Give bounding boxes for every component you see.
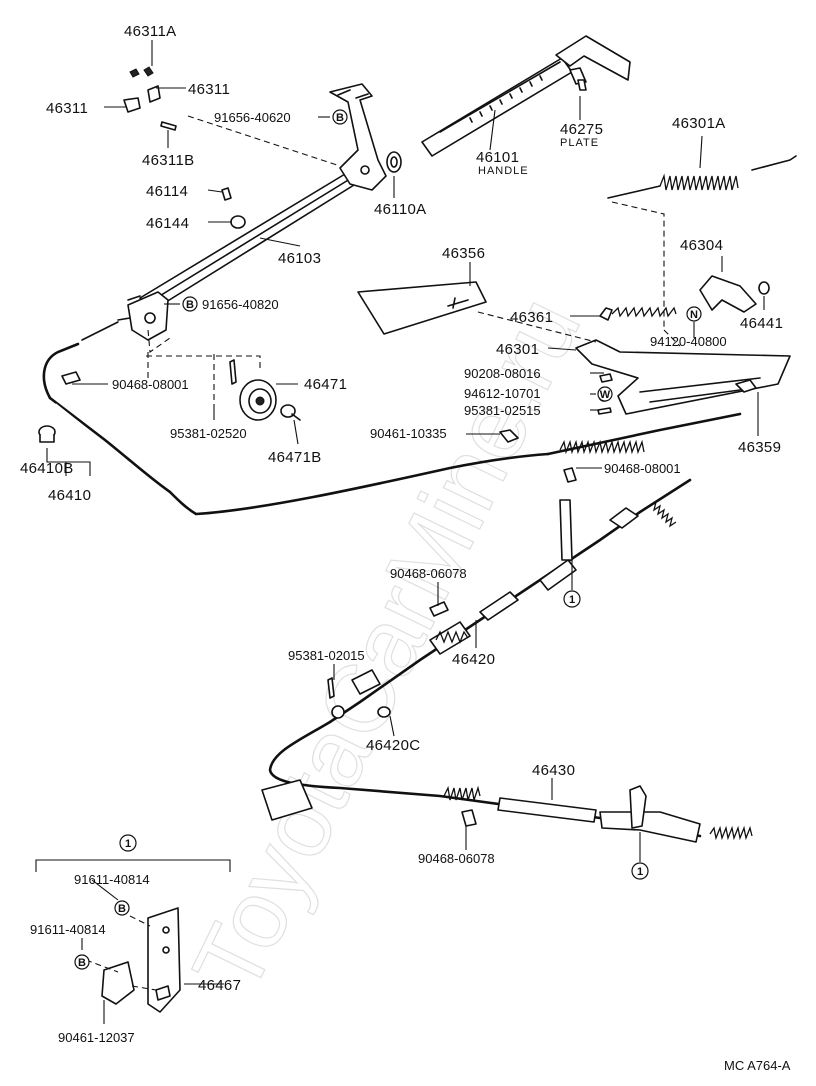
marker-1-rear: 1	[637, 866, 643, 878]
label-95381-02515: 95381-02515	[464, 403, 541, 418]
label-90208-08016: 90208-08016	[464, 366, 541, 381]
bracket-46103-illustration	[117, 83, 402, 341]
inset-46467-illustration	[35, 859, 231, 1013]
cable-46430-illustration	[261, 720, 753, 843]
label-90468-06078-top: 90468-06078	[390, 566, 467, 581]
label-46103: 46103	[278, 250, 321, 267]
handle-46101-illustration	[421, 35, 631, 157]
marker-N: N	[690, 309, 698, 321]
label-46441: 46441	[740, 315, 783, 332]
circled-markers: B B N W 1 1 1 B B	[74, 109, 702, 970]
label-90468-08001-left: 90468-08001	[112, 377, 189, 392]
pulley-46471-illustration	[229, 359, 301, 421]
marker-W: W	[600, 389, 611, 401]
label-90468-06078-bottom: 90468-06078	[418, 851, 495, 866]
label-95381-02015: 95381-02015	[288, 648, 365, 663]
bracket-46359-illustration	[575, 339, 791, 415]
plate-46356-illustration	[357, 281, 487, 335]
label-46410: 46410	[48, 487, 91, 504]
label-46356: 46356	[442, 245, 485, 262]
label-46410B: 46410B	[20, 460, 74, 477]
label-46420C: 46420C	[366, 737, 420, 754]
label-46361: 46361	[510, 309, 553, 326]
label-46110A: 46110A	[374, 201, 426, 218]
marker-1-inset: 1	[125, 838, 131, 850]
label-91611-40814-b: 91611-40814	[30, 922, 106, 937]
label-plate: PLATE	[560, 137, 599, 149]
spring-46301A-illustration	[607, 155, 797, 199]
label-46471B: 46471B	[268, 449, 322, 466]
label-90461-12037: 90461-12037	[58, 1030, 135, 1045]
label-46304: 46304	[680, 237, 723, 254]
part-labels: 46311A 46311 46311 91656-40620 46311B 46…	[20, 23, 791, 1073]
lever-46304-illustration	[599, 275, 770, 321]
label-46420: 46420	[452, 651, 495, 668]
dashed-reference-lines	[85, 115, 681, 991]
label-94120-40800: 94120-40800	[650, 334, 727, 349]
label-handle: HANDLE	[478, 165, 529, 177]
label-46301: 46301	[496, 341, 539, 358]
label-46359: 46359	[738, 439, 781, 456]
label-46471: 46471	[304, 376, 347, 393]
label-46114: 46114	[146, 183, 188, 200]
marker-B-91656-40820: B	[186, 299, 194, 311]
label-90468-08001-right: 90468-08001	[604, 461, 681, 476]
label-46301A: 46301A	[672, 115, 726, 132]
cable-46410-illustration	[38, 342, 550, 516]
leader-lines	[46, 40, 765, 1024]
label-46430: 46430	[532, 762, 575, 779]
marker-B-91656-40620: B	[336, 112, 344, 124]
cable-46420-illustration	[327, 412, 742, 724]
marker-B-inset-b: B	[78, 957, 86, 969]
label-46311-right: 46311	[188, 81, 230, 98]
label-46311-left: 46311	[46, 100, 88, 117]
marker-1-cable: 1	[569, 594, 575, 606]
label-46275: 46275	[560, 121, 603, 138]
label-91656-40620: 91656-40620	[214, 110, 291, 125]
marker-B-inset-a: B	[118, 903, 126, 915]
label-95381-02520: 95381-02520	[170, 426, 247, 441]
footer-code: MC A764-A	[724, 1058, 791, 1073]
label-46311A: 46311A	[124, 23, 176, 40]
label-46144: 46144	[146, 215, 189, 232]
label-46467: 46467	[198, 977, 241, 994]
label-91656-40820: 91656-40820	[202, 297, 279, 312]
label-90461-10335: 90461-10335	[370, 426, 447, 441]
label-46311B: 46311B	[142, 152, 194, 169]
label-46101: 46101	[476, 149, 519, 166]
small-fasteners-top-left	[61, 66, 246, 385]
label-94612-10701: 94612-10701	[464, 386, 541, 401]
label-91611-40814-a: 91611-40814	[74, 872, 150, 887]
